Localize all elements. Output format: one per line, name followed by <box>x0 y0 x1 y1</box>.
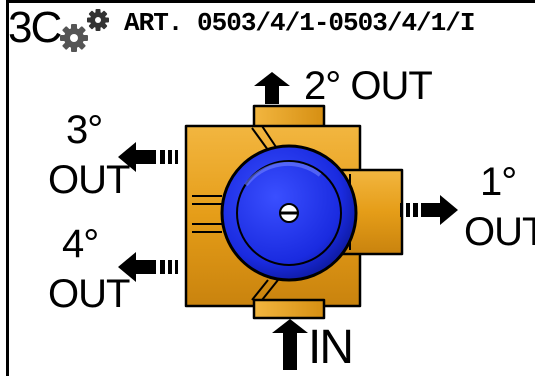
arrow-in-icon <box>272 319 308 370</box>
label-3-line1: 3° <box>66 108 103 152</box>
arrow-4-out-icon <box>118 252 178 282</box>
model-code: 3C <box>8 3 62 52</box>
label-4-line1: 4° <box>62 222 99 266</box>
label-1-line1: 1° <box>480 160 517 204</box>
gear-small-icon <box>87 9 109 31</box>
arrow-1-out-icon <box>400 195 458 225</box>
label-1-line2: OUT <box>464 210 535 254</box>
label-4-line2: OUT <box>48 272 130 316</box>
gear-large-icon <box>60 24 88 52</box>
frame-top-border <box>6 0 535 3</box>
arrow-3-out-icon <box>118 142 178 172</box>
article-number: ART. 0503/4/1-0503/4/1/I <box>124 8 475 38</box>
gears-icon <box>60 9 109 52</box>
knob <box>220 144 358 282</box>
label-3-line2: OUT <box>48 158 130 202</box>
label-in: IN <box>308 321 354 374</box>
label-2-out: 2° OUT <box>304 64 433 108</box>
arrow-2-out-icon <box>254 72 290 104</box>
frame-left-border <box>6 0 9 376</box>
bottom-port <box>252 298 326 320</box>
